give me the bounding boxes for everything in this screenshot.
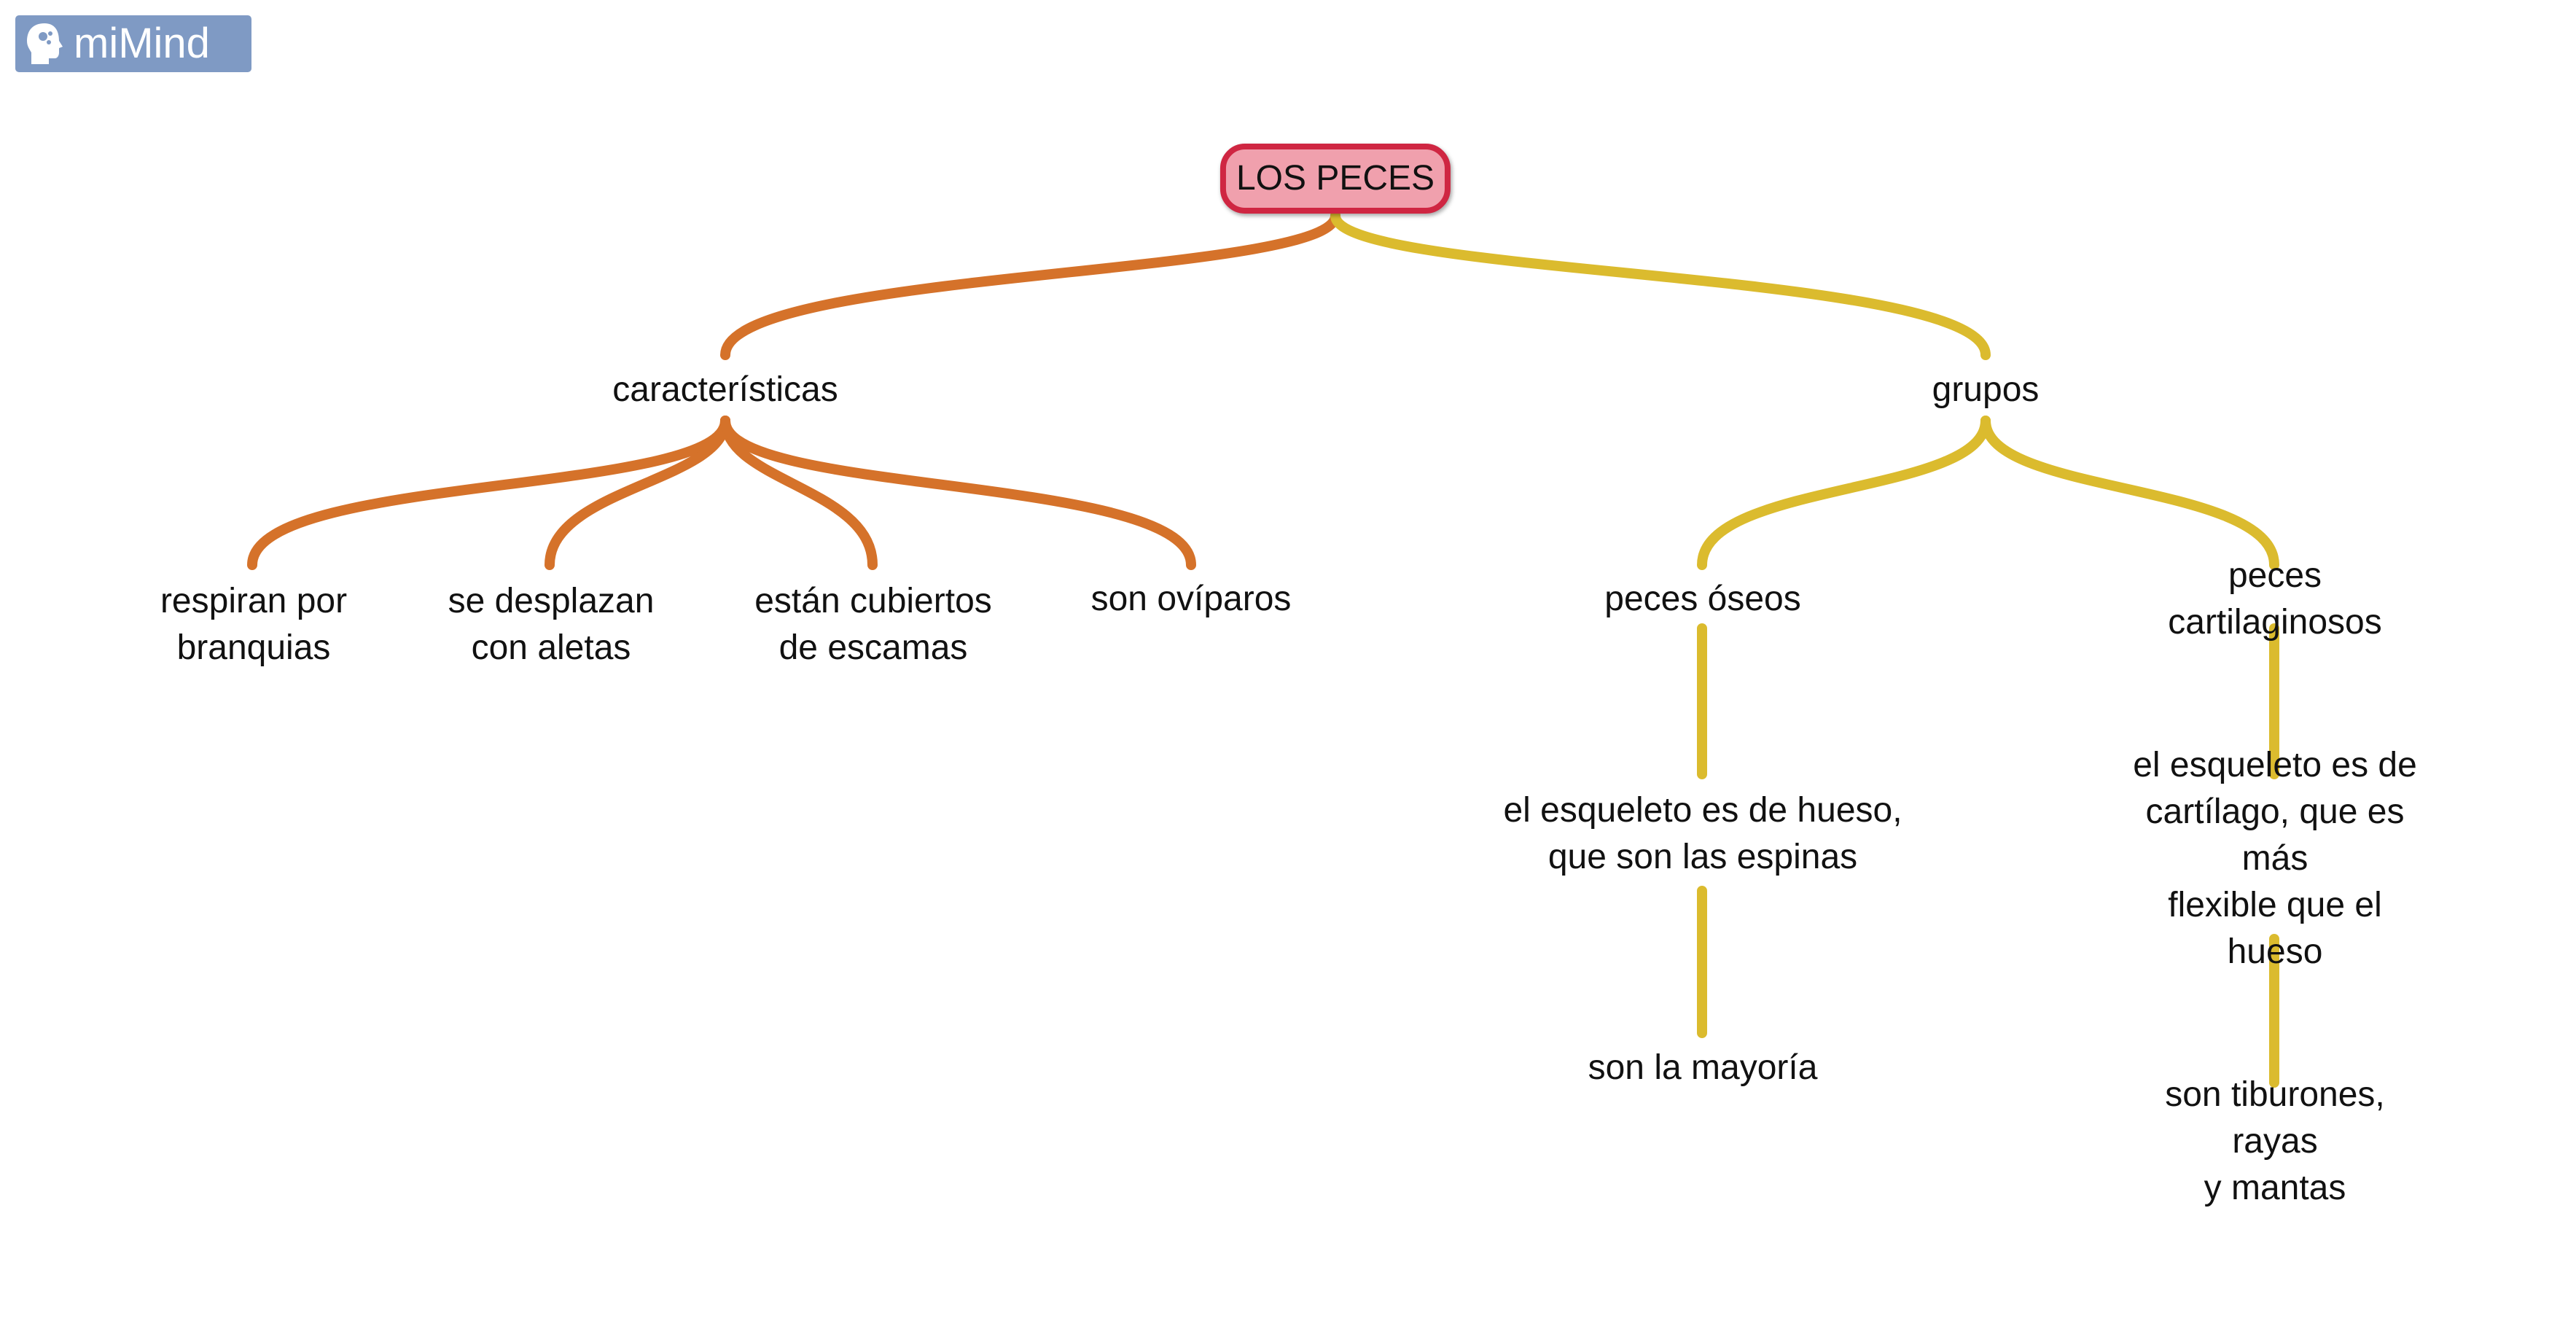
root-node[interactable]: LOS PECES [1219,144,1451,214]
node-cartilaginosos[interactable]: peces cartilaginosos [2168,556,2382,642]
edge-grupos-oseos [1697,416,1991,570]
node-mayoria[interactable]: son la mayoría [1588,1048,1818,1087]
mimind-logo: miMind [15,15,251,72]
node-oviparos[interactable]: son ovíparos [1090,580,1292,618]
edge-caracteristicas-desplazan [545,416,730,570]
edge-caracteristicas-respiran [247,416,730,570]
node-respiran[interactable]: respiran por branquias [160,582,348,667]
node-desplazan[interactable]: se desplazan con aletas [448,582,655,667]
node-tiburones[interactable]: son tiburones, rayas y mantas [2165,1075,2385,1207]
node-oseos[interactable]: peces óseos [1604,580,1801,618]
node-cubiertos[interactable]: están cubiertos de escamas [754,582,992,667]
node-esqueleto-cartilago[interactable]: el esqueleto es de cartílago, que es más… [2133,746,2417,971]
logo-text: miMind [74,20,210,67]
edge-grupos-cartilaginosos [1980,416,2279,570]
edge-root-caracteristicas [720,211,1340,360]
edge-caracteristicas-oviparos [720,416,1196,570]
head-icon [15,15,74,72]
node-esqueleto-hueso[interactable]: el esqueleto es de hueso, que son las es… [1503,791,1902,876]
node-grupos[interactable]: grupos [1932,370,2040,409]
edge-root-grupos [1330,211,1991,360]
node-caracteristicas[interactable]: características [612,370,838,409]
